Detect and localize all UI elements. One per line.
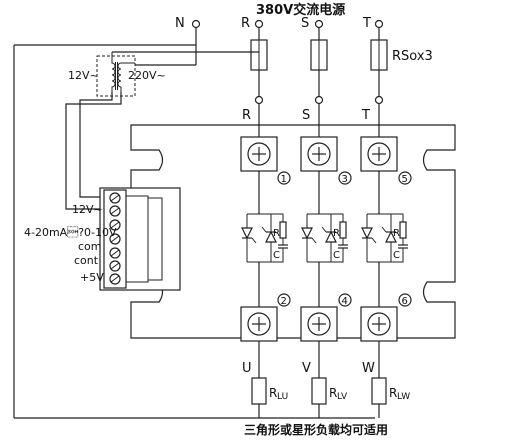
scr-up-icon — [325, 230, 337, 243]
power-terminal-6: 6 — [360, 293, 412, 342]
input-terminal-5v: +5V — [80, 271, 104, 284]
snubber-resistor — [399, 221, 407, 239]
output-v: V R LV — [302, 341, 348, 418]
transformer-left-label: 12V~ — [68, 69, 99, 82]
control-screw-slot — [110, 194, 120, 202]
phase-s-supply: S — [301, 16, 328, 138]
module-phase-r: R — [242, 108, 251, 123]
transformer: 12V~ 220V~ — [68, 52, 166, 97]
diagram-title: 380V交流电源 — [256, 2, 345, 18]
power-terminal-5: 5 — [360, 136, 412, 185]
scr-up-icon — [385, 230, 397, 243]
footer-note: 三角形或星形负载均可适用 — [244, 422, 388, 437]
phase-t-label: T — [362, 16, 371, 31]
scr-up-icon — [265, 230, 277, 243]
snubber-wire-top — [391, 213, 404, 222]
terminal-3-number: 3 — [342, 174, 348, 185]
scr-down-icon — [241, 227, 253, 240]
power-terminal-2: 2 — [240, 293, 291, 342]
snubber-wire-top — [271, 213, 284, 222]
phase-t-supply: T — [362, 16, 388, 138]
scr-down-icon — [301, 227, 313, 240]
input-terminal-cont: cont — [74, 254, 99, 267]
load-u-sub: LU — [277, 392, 288, 402]
scr-down-gate — [311, 237, 317, 244]
output-u: U R LU — [242, 341, 288, 418]
output-w-label: W — [362, 361, 375, 376]
module-phase-s: S — [302, 108, 310, 123]
input-terminal-com: com — [78, 240, 102, 253]
snubber-r-label: R — [333, 228, 340, 239]
scr-down-gate — [371, 237, 377, 244]
snubber-resistor — [279, 221, 287, 239]
load-v-sub: LV — [337, 392, 348, 402]
output-w: W R LW — [362, 341, 410, 418]
load-resistor-u — [251, 377, 267, 405]
terminal-4-number: 4 — [342, 296, 348, 307]
snubber-c-label: C — [393, 250, 400, 261]
load-resistor-v — [311, 377, 327, 405]
load-resistor-w — [371, 377, 387, 405]
control-screw-slot — [110, 207, 120, 215]
neutral-label: N — [175, 16, 185, 31]
module-phase-t: T — [361, 108, 370, 123]
control-screw-slot — [110, 221, 120, 229]
terminal-5-number: 5 — [402, 174, 408, 185]
ssr-module — [130, 124, 456, 339]
snubber-r-label: R — [393, 228, 400, 239]
phase-r-label: R — [241, 16, 250, 31]
load-w-sub: LW — [397, 392, 410, 402]
power-terminal-1: 1 — [240, 136, 291, 185]
phase-r-supply: R — [112, 16, 268, 138]
output-u-label: U — [242, 361, 252, 376]
load-u-main: R — [269, 386, 277, 400]
terminal-2-number: 2 — [281, 296, 287, 307]
input-terminal-12v: 12V~ — [72, 203, 103, 216]
terminal-6-number: 6 — [402, 296, 408, 307]
control-screw-slot — [110, 275, 120, 283]
neutral-supply: N — [13, 16, 375, 419]
scr-up-gate — [261, 226, 267, 233]
output-v-label: V — [302, 361, 311, 376]
scr-up-gate — [321, 226, 327, 233]
load-w-main: R — [389, 386, 397, 400]
terminal-1-number: 1 — [281, 174, 287, 185]
snubber-wire-bottom — [271, 248, 284, 263]
phase-s-label: S — [301, 16, 309, 31]
snubber-resistor — [339, 221, 347, 239]
scr-down-icon — [361, 227, 373, 240]
transformer-right-label: 220V~ — [128, 69, 166, 82]
snubber-wire-top — [331, 213, 344, 222]
snubber-r-label: R — [273, 228, 280, 239]
power-terminal-4: 4 — [300, 293, 352, 342]
control-screw-slot — [110, 249, 120, 257]
snubber-wire-bottom — [391, 248, 404, 263]
snubber-wire-bottom — [331, 248, 344, 263]
scr-down-gate — [251, 237, 257, 244]
control-screw-slot — [110, 235, 120, 243]
fuse-label: RSox3 — [392, 49, 433, 64]
snubber-c-label: C — [273, 250, 280, 261]
scr-up-gate — [381, 226, 387, 233]
input-terminal-analog: 4-20mA?0-10V — [24, 226, 117, 239]
power-terminal-3: 3 — [300, 136, 352, 185]
control-connector — [99, 187, 181, 291]
control-screw-slot — [110, 262, 120, 270]
snubber-c-label: C — [333, 250, 340, 261]
load-v-main: R — [329, 386, 337, 400]
